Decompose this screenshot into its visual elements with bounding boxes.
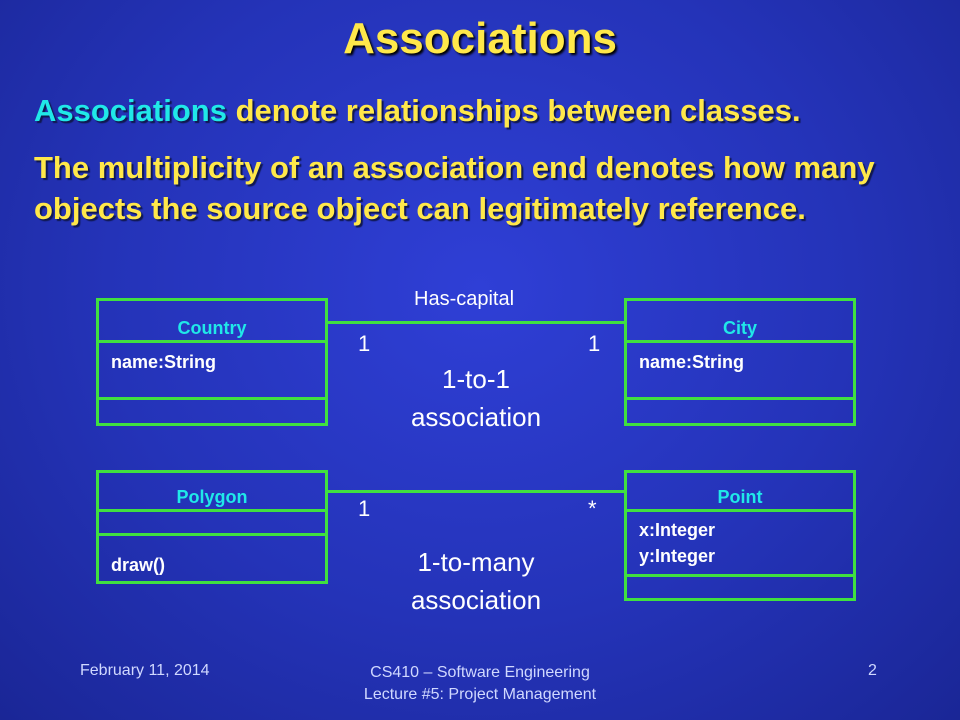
class-divider	[99, 397, 325, 400]
class-city: City name:String	[624, 298, 856, 426]
association-caption-line: association	[410, 402, 542, 432]
class-polygon: Polygon draw()	[96, 470, 328, 584]
multiplicity-right: *	[588, 496, 597, 521]
footer-course-line: CS410 – Software Engineering	[370, 664, 590, 681]
multiplicity-left: 1	[358, 496, 371, 521]
footer-page-number: 2	[868, 662, 877, 679]
footer-date: February 11, 2014	[80, 662, 210, 679]
class-divider	[99, 340, 325, 343]
class-divider	[627, 509, 853, 512]
class-point: Point x:Integer y:Integer	[624, 470, 856, 601]
class-point-attribute: y:Integer	[639, 546, 716, 566]
class-divider	[627, 340, 853, 343]
association-caption-line: 1-to-many	[417, 547, 535, 577]
association-role-label: Has-capital	[414, 288, 515, 310]
association-caption-line: 1-to-1	[442, 364, 510, 394]
slide-title: Associations	[343, 14, 617, 63]
class-city-name: City	[722, 318, 757, 338]
paragraph-multiplicity: The multiplicity of an association end d…	[34, 150, 875, 226]
footer-course: CS410 – Software Engineering Lecture #5:…	[280, 662, 680, 706]
association-caption-1-to-1: 1-to-1 association	[376, 360, 576, 436]
footer-course-line: Lecture #5: Project Management	[363, 686, 597, 703]
class-divider	[627, 574, 853, 577]
class-city-attribute: name:String	[639, 352, 745, 372]
class-divider	[99, 533, 325, 536]
class-polygon-name: Polygon	[176, 487, 248, 507]
multiplicity-left: 1	[358, 331, 371, 356]
association-caption-line: association	[410, 585, 542, 615]
association-line-polygon-point	[328, 490, 624, 493]
class-point-name: Point	[717, 487, 763, 507]
class-country: Country name:String	[96, 298, 328, 426]
multiplicity-right: 1	[588, 331, 601, 356]
class-divider	[99, 509, 325, 512]
class-divider	[627, 397, 853, 400]
class-point-attribute: x:Integer	[639, 520, 716, 540]
association-caption-1-to-many: 1-to-many association	[376, 543, 576, 619]
paragraph-associations: Associations denote relationships betwee…	[34, 90, 934, 131]
keyword-associations: Associations	[34, 93, 227, 128]
class-country-attribute: name:String	[111, 352, 217, 372]
class-country-name: Country	[177, 318, 247, 338]
paragraph-associations-rest: denote relationships between classes.	[226, 93, 801, 128]
association-line-has-capital	[328, 321, 624, 324]
class-polygon-operation: draw()	[111, 555, 165, 575]
